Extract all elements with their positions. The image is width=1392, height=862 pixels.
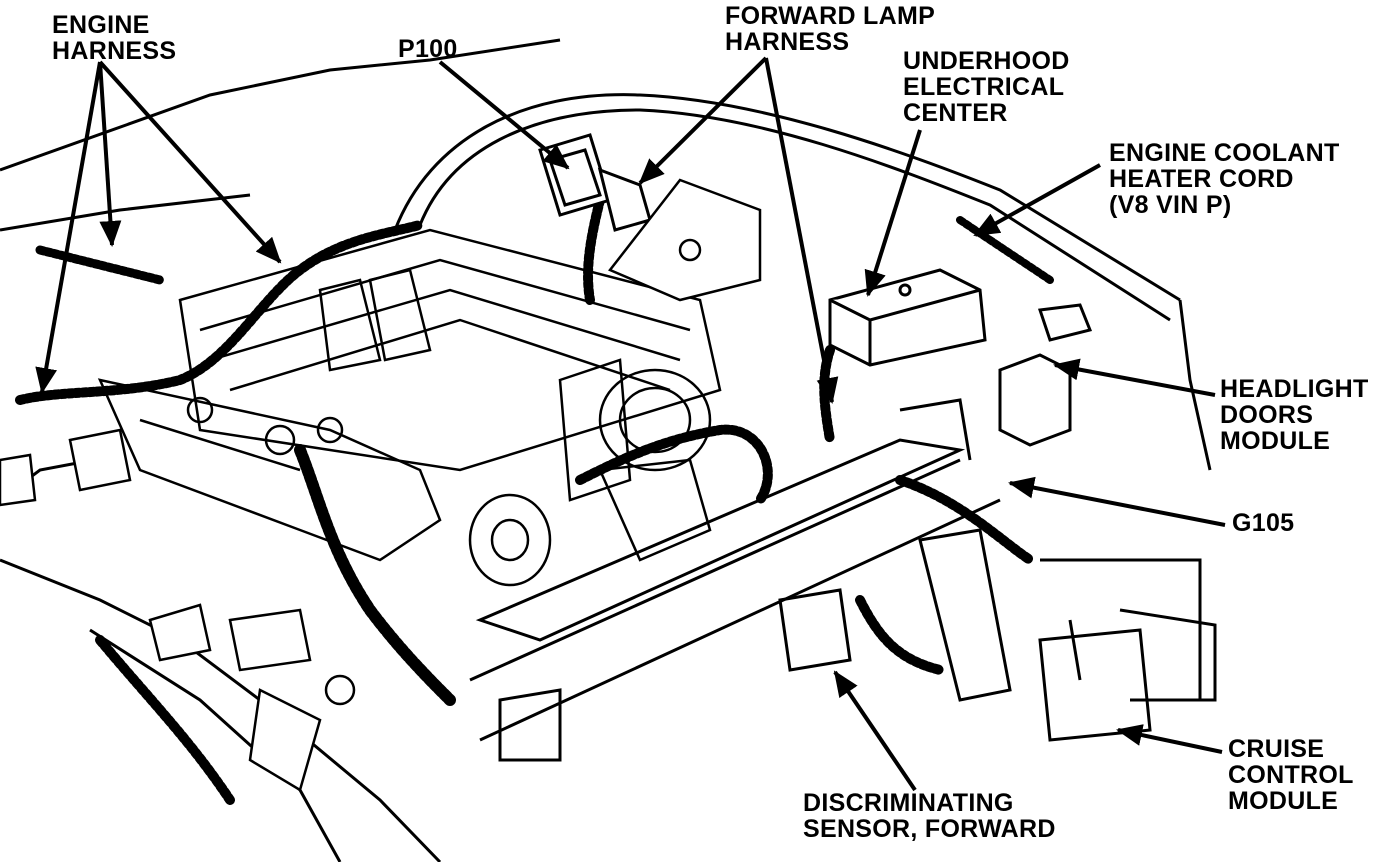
label-line: ENGINE <box>52 11 150 39</box>
label-line: HEADLIGHT <box>1220 375 1369 403</box>
label-forward-lamp-harness: FORWARD LAMP HARNESS <box>725 3 935 55</box>
label-line: MODULE <box>1228 787 1339 815</box>
label-engine-coolant-heater-cord: ENGINE COOLANT HEATER CORD (V8 VIN P) <box>1109 140 1340 218</box>
arrow-cruise-control <box>1116 724 1223 754</box>
label-discriminating-sensor-forward: DISCRIMINATING SENSOR, FORWARD <box>803 790 1056 842</box>
arrow-discriminating-sensor <box>833 670 917 792</box>
arrow-coolant-cord <box>973 163 1101 237</box>
wiring-harnesses <box>15 195 1054 805</box>
arrow-forward-lamp-2 <box>764 57 839 404</box>
leader-arrows <box>35 56 1226 792</box>
headlight-doors-module-box <box>998 303 1093 447</box>
label-line: HARNESS <box>725 28 850 56</box>
arrow-engine-harness-3 <box>98 60 282 264</box>
label-line: UNDERHOOD <box>903 47 1070 75</box>
label-line: ENGINE COOLANT <box>1109 139 1340 167</box>
label-line: CENTER <box>903 99 1008 127</box>
label-headlight-doors-module: HEADLIGHT DOORS MODULE <box>1220 376 1369 454</box>
arrow-engine-harness-2 <box>98 61 122 247</box>
arrow-g105 <box>1008 476 1226 527</box>
label-g105: G105 <box>1232 510 1294 536</box>
label-underhood-electrical-center: UNDERHOOD ELECTRICAL CENTER <box>903 48 1070 126</box>
misc-components <box>0 178 762 792</box>
label-line: CONTROL <box>1228 761 1354 789</box>
label-line: HEATER CORD <box>1109 165 1294 193</box>
arrow-p100 <box>438 60 570 170</box>
arrow-engine-harness-1 <box>35 61 102 394</box>
label-line: FORWARD LAMP <box>725 2 936 30</box>
arrow-forward-lamp-1 <box>638 56 768 185</box>
arrow-headlight-doors <box>1053 358 1216 397</box>
label-line: CRUISE <box>1228 735 1325 763</box>
radiator-support <box>469 398 1152 762</box>
label-line: P100 <box>398 35 458 63</box>
underhood-electrical-center-box <box>828 268 987 367</box>
engine-block <box>97 228 722 587</box>
label-line: DOORS <box>1220 401 1314 429</box>
label-line: SENSOR, FORWARD <box>803 815 1056 843</box>
label-line: DISCRIMINATING <box>803 789 1014 817</box>
label-line: G105 <box>1232 509 1295 537</box>
label-line: (V8 VIN P) <box>1109 191 1232 219</box>
arrow-underhood-center <box>864 129 922 297</box>
label-engine-harness: ENGINE HARNESS <box>52 12 176 64</box>
label-cruise-control-module: CRUISE CONTROL MODULE <box>1228 736 1354 814</box>
label-p100: P100 <box>398 36 458 62</box>
label-line: MODULE <box>1220 427 1331 455</box>
label-line: ELECTRICAL <box>903 73 1065 101</box>
label-line: HARNESS <box>52 37 177 65</box>
